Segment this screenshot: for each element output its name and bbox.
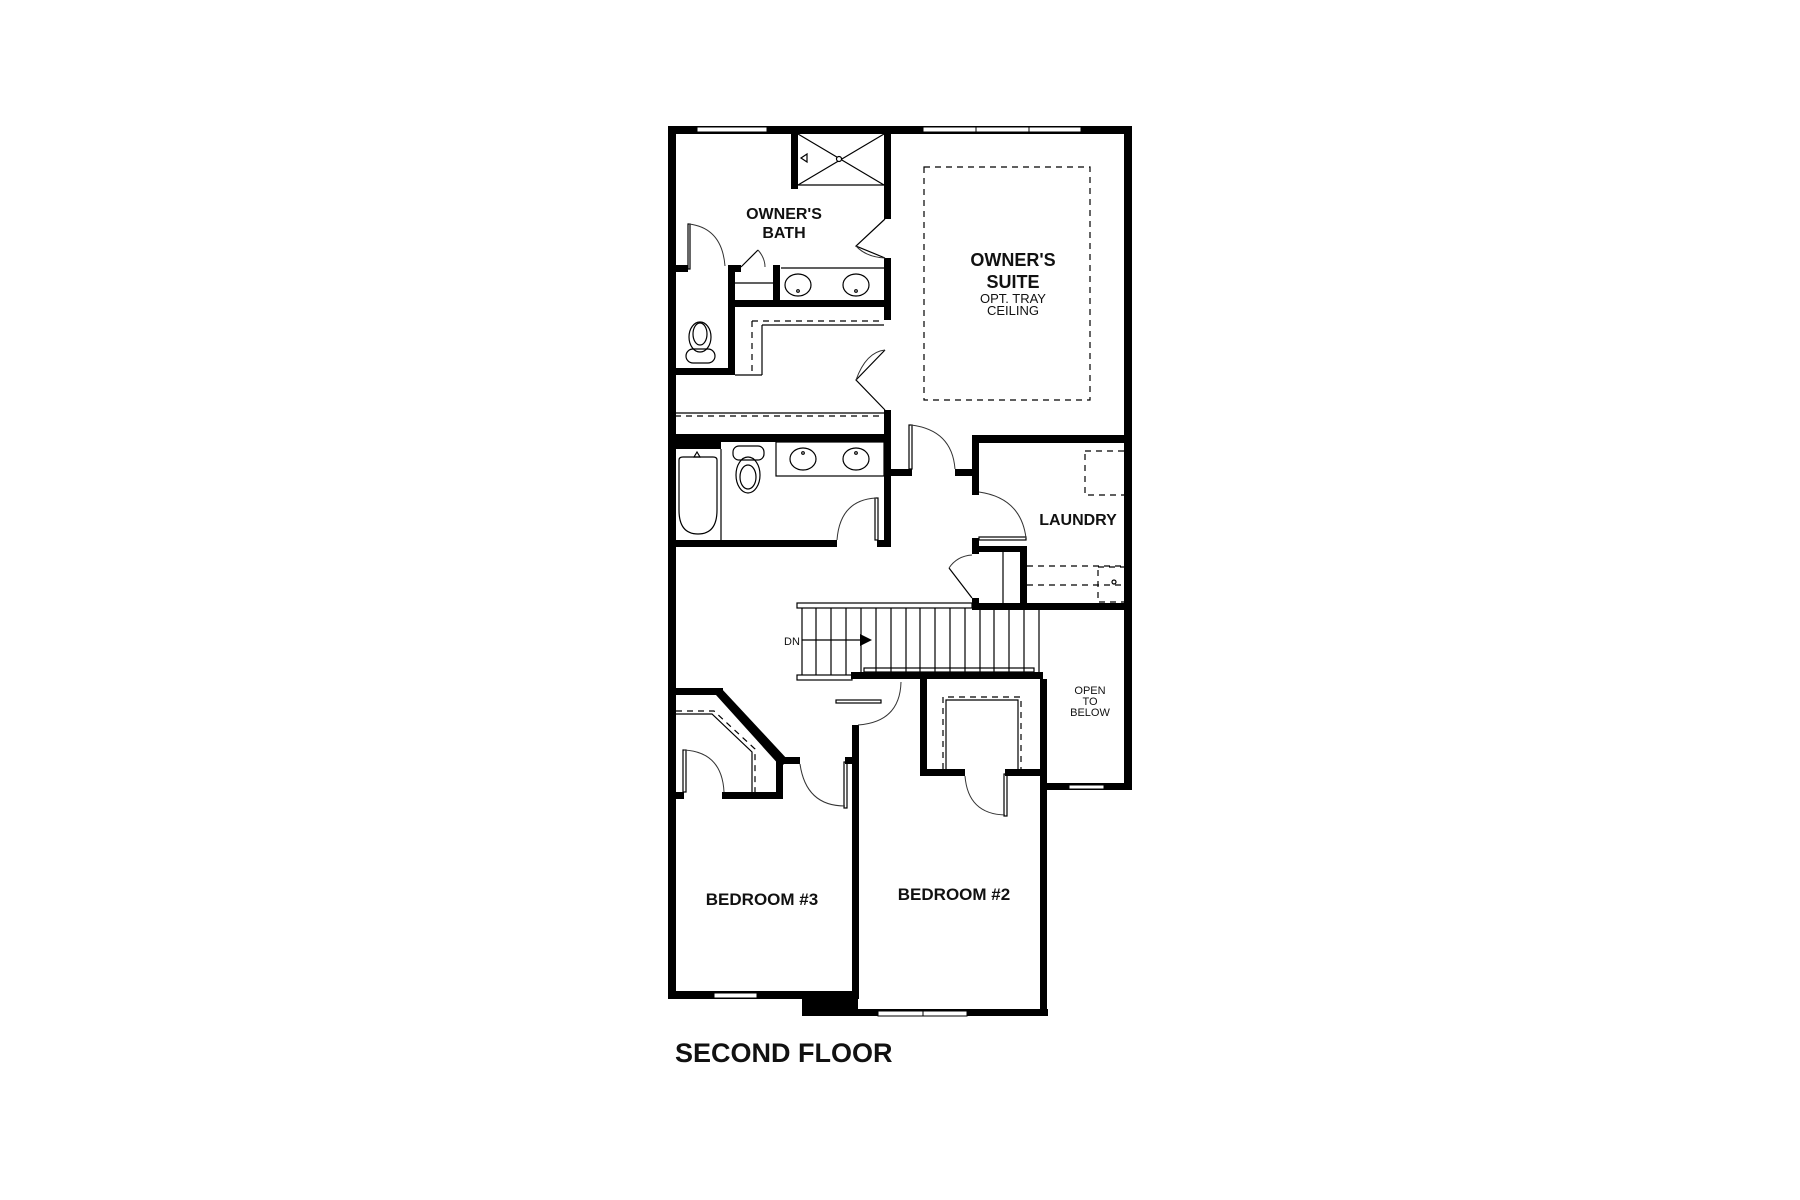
closet-door-icon bbox=[855, 349, 886, 411]
sink-icon bbox=[789, 447, 817, 471]
sink-icon bbox=[842, 273, 870, 297]
sink-icon bbox=[784, 273, 812, 297]
window-open-below bbox=[1068, 784, 1105, 790]
suite-entry bbox=[891, 424, 979, 476]
bathtub-icon bbox=[678, 456, 718, 535]
toilet-icon bbox=[732, 445, 765, 461]
shower-head-icon bbox=[799, 152, 808, 164]
window-owners-bath bbox=[696, 126, 768, 133]
laundry bbox=[948, 435, 1132, 610]
open-below-label-1: OPEN bbox=[1074, 685, 1105, 697]
sink-icon bbox=[842, 447, 870, 471]
hall-bath bbox=[668, 434, 891, 547]
owners-bath bbox=[668, 133, 891, 434]
linen-door-icon bbox=[740, 249, 759, 268]
outer-walls bbox=[668, 126, 1132, 1016]
laundry-label: LAUNDRY bbox=[1039, 512, 1117, 529]
window-bedroom3 bbox=[713, 992, 758, 999]
window-suite-3 bbox=[1028, 126, 1082, 133]
tray-ceiling-outline bbox=[923, 166, 1091, 401]
labels: OWNER'S BATH OWNER'S SUITE OPT. TRAY CEI… bbox=[675, 206, 1117, 1068]
toilet-icon bbox=[688, 321, 712, 353]
bath-door-icon bbox=[854, 218, 886, 259]
owners-suite-label-1: OWNER'S bbox=[970, 250, 1055, 270]
owners-bath-label-2: BATH bbox=[762, 225, 805, 242]
bedroom3 bbox=[668, 688, 859, 999]
owners-suite bbox=[923, 166, 1091, 401]
floor-title: SECOND FLOOR bbox=[675, 1038, 893, 1068]
owners-suite-label-2: SUITE bbox=[986, 272, 1039, 292]
sink-outline bbox=[1097, 566, 1129, 603]
owners-suite-note-2: CEILING bbox=[987, 303, 1039, 318]
windows bbox=[696, 126, 1105, 1017]
window-bedroom2-2 bbox=[922, 1010, 968, 1017]
open-below-label-2: TO bbox=[1082, 696, 1098, 708]
arrow-right-icon bbox=[860, 634, 872, 646]
open-to-below bbox=[1124, 603, 1132, 790]
window-suite-1 bbox=[922, 126, 977, 133]
stairs-dn-label: DN bbox=[784, 636, 800, 648]
bedroom3-label: BEDROOM #3 bbox=[706, 890, 818, 909]
dryer-outline bbox=[1084, 450, 1129, 496]
open-below-label-3: BELOW bbox=[1070, 707, 1110, 719]
bedroom2 bbox=[835, 679, 1047, 817]
owners-bath-label-1: OWNER'S bbox=[746, 206, 822, 223]
bedroom2-label: BEDROOM #2 bbox=[898, 885, 1010, 904]
linen-door-icon bbox=[948, 567, 973, 599]
stairs: DN bbox=[784, 602, 1043, 681]
owners-suite-note-1: OPT. TRAY bbox=[980, 291, 1046, 306]
window-bedroom2-1 bbox=[877, 1010, 924, 1017]
window-suite-2 bbox=[975, 126, 1030, 133]
